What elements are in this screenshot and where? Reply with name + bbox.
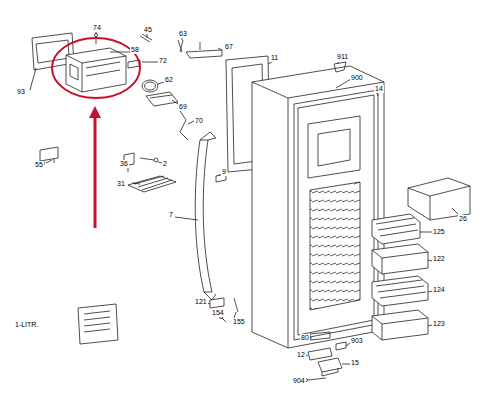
callout-number: 125: [432, 228, 446, 236]
callout-number: 70: [194, 117, 204, 125]
callout-number: 93: [16, 88, 26, 96]
callout-number: 62: [164, 76, 174, 84]
callout-number: 7: [168, 211, 174, 219]
callout-number: 904: [292, 377, 306, 385]
callout-number: 14: [374, 85, 384, 93]
part-label: 1-LITR.: [14, 321, 39, 329]
callout-number: 80: [300, 334, 310, 342]
callout-number: 67: [224, 43, 234, 51]
callout-number: 911: [336, 53, 349, 61]
callout-number: 72: [158, 57, 168, 65]
callout-number: 122: [432, 255, 446, 263]
callout-number: 155: [232, 318, 246, 326]
callout-number: 11: [270, 54, 279, 62]
callout-number: 69: [178, 103, 188, 111]
callout-number: 31: [116, 180, 126, 188]
callout-number: 124: [432, 286, 446, 294]
callout-number: 9: [221, 168, 227, 176]
callout-number: 63: [178, 30, 188, 38]
callout-number: 12: [296, 351, 306, 359]
callout-number: 121: [194, 298, 208, 306]
callout-number: 74: [92, 24, 102, 32]
callout-number: 15: [350, 359, 360, 367]
callout-number: 45: [143, 26, 153, 34]
callout-number: 36: [119, 160, 129, 168]
callout-number: 58: [130, 46, 140, 54]
callout-number: 123: [432, 320, 446, 328]
callout-number: 900: [350, 74, 364, 82]
callout-number: 903: [350, 337, 364, 345]
callout-number: 2: [162, 160, 168, 168]
callout-number: 26: [458, 215, 468, 223]
callout-number: 154: [211, 309, 225, 317]
callout-number: 55: [34, 161, 44, 169]
